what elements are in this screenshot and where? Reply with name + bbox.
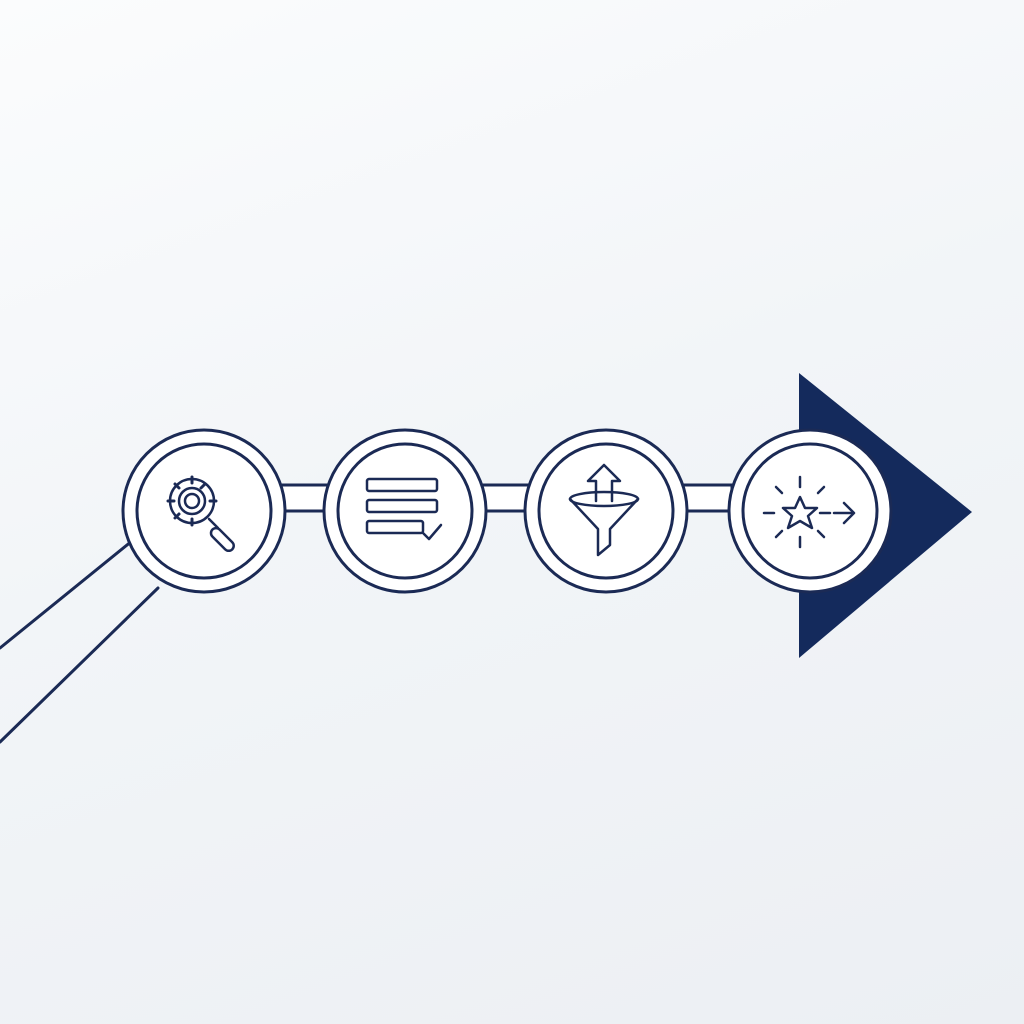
checklist-icon [365,477,443,541]
funnel-icon [568,463,640,557]
step-1-node [121,428,287,594]
step-2-node [322,428,488,594]
star-sparkle-arrow-icon [762,475,856,549]
step-3-node [523,428,689,594]
lead-in-connector [0,526,160,744]
search-gear-icon [166,475,235,553]
step-4-node [727,428,893,594]
